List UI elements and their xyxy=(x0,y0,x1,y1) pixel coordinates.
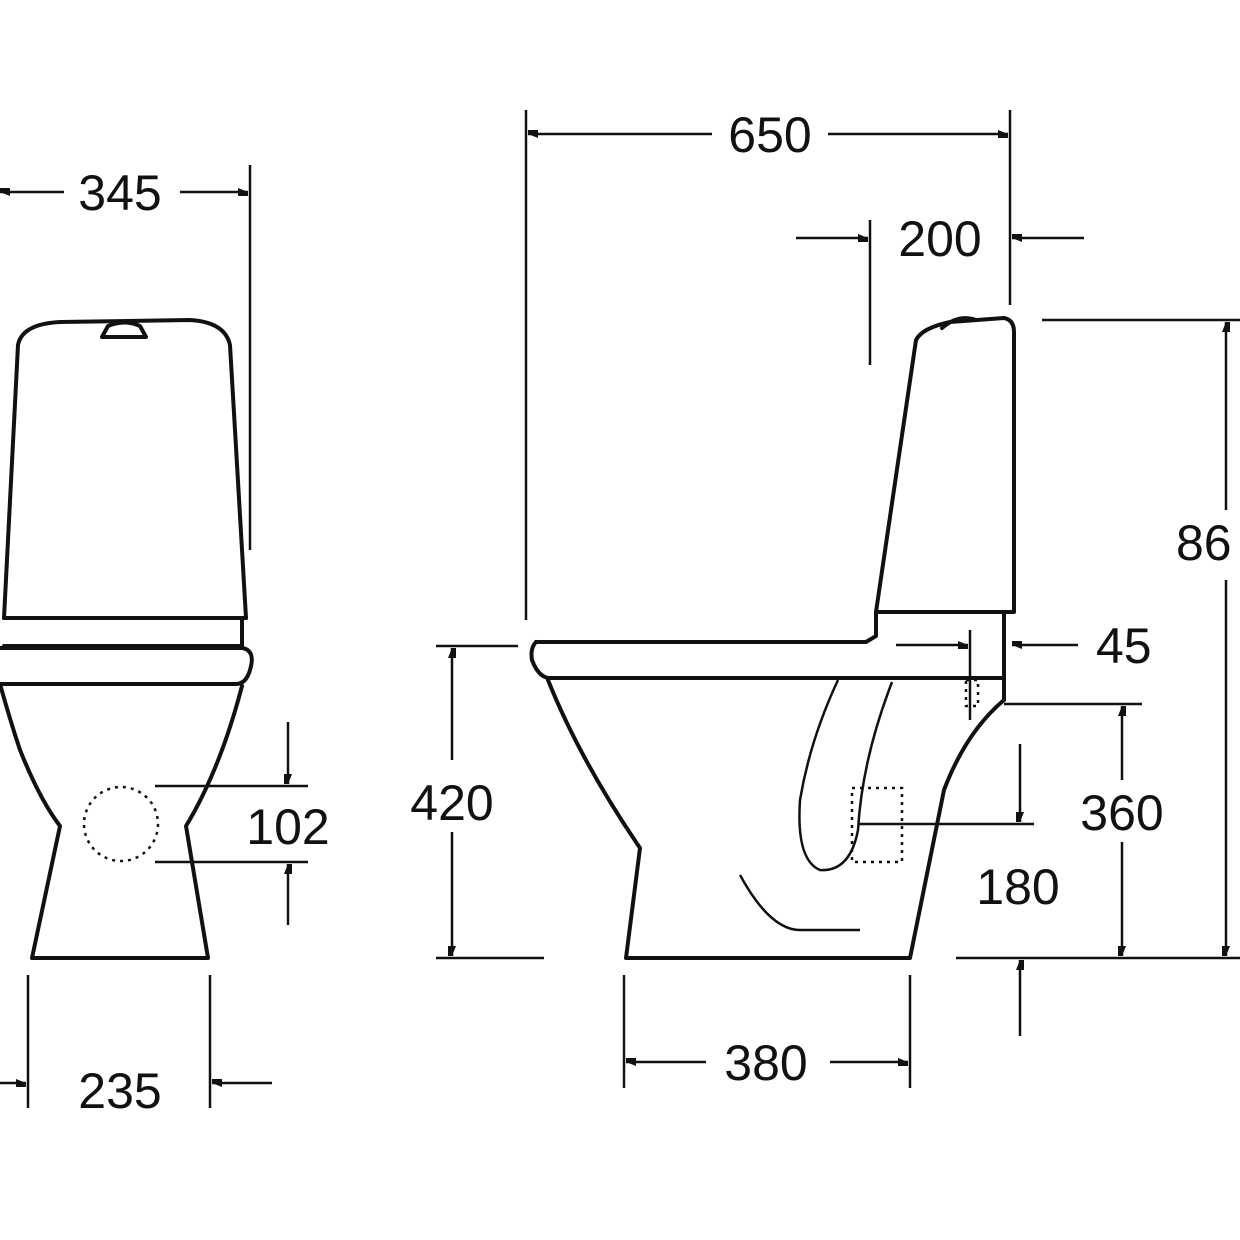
dim-tank-depth-label: 200 xyxy=(898,211,981,267)
front-outlet-circle xyxy=(82,785,160,863)
side-dimensions: 650 200 86 420 45 360 180 xyxy=(410,107,1240,1091)
front-flush-button xyxy=(100,320,148,339)
dim-seat-height-label: 420 xyxy=(410,775,493,831)
dim-front-width-label: 345 xyxy=(78,165,161,221)
front-seat-outline xyxy=(0,646,254,686)
dim-outlet-height-label: 180 xyxy=(976,859,1059,915)
side-view xyxy=(529,316,1016,960)
side-outlet-rect xyxy=(850,786,904,864)
dim-outlet-label: 102 xyxy=(246,799,329,855)
side-floor-curve xyxy=(738,874,860,932)
dim-rear-offset-label: 45 xyxy=(1096,618,1152,674)
side-flush-button xyxy=(940,316,978,330)
front-tank-outline xyxy=(2,318,248,620)
side-seat-outline xyxy=(529,640,1006,680)
front-bowl-outline xyxy=(0,682,244,960)
front-view xyxy=(0,318,254,960)
side-tank-outline xyxy=(874,316,1016,614)
dim-connection-height-label: 360 xyxy=(1080,785,1163,841)
side-rear-detail xyxy=(964,678,980,708)
dim-height-label: 86 xyxy=(1176,515,1232,571)
side-bowl-outline xyxy=(546,678,1006,960)
side-inner-trap xyxy=(798,679,894,872)
dim-depth-label: 650 xyxy=(728,107,811,163)
front-dimensions: 345 235 102 xyxy=(0,165,330,1119)
dim-base-depth-label: 380 xyxy=(724,1035,807,1091)
dim-base-width-label: 235 xyxy=(78,1063,161,1119)
side-tank-connector xyxy=(534,610,878,644)
